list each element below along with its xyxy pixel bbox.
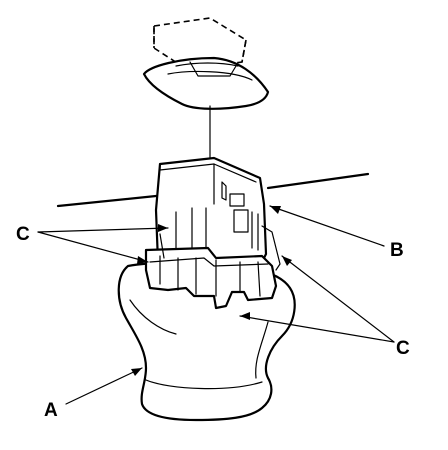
panel-edge-lines — [56, 172, 370, 208]
callout-c-left: C — [16, 224, 30, 245]
callout-b: B — [390, 240, 404, 261]
locking-tabs — [144, 225, 281, 310]
relay-phantom-outline — [153, 17, 247, 71]
callout-c-right: C — [396, 338, 410, 359]
callout-a: A — [44, 400, 58, 421]
leader-lines — [37, 205, 395, 405]
relay-cover — [142, 56, 270, 110]
